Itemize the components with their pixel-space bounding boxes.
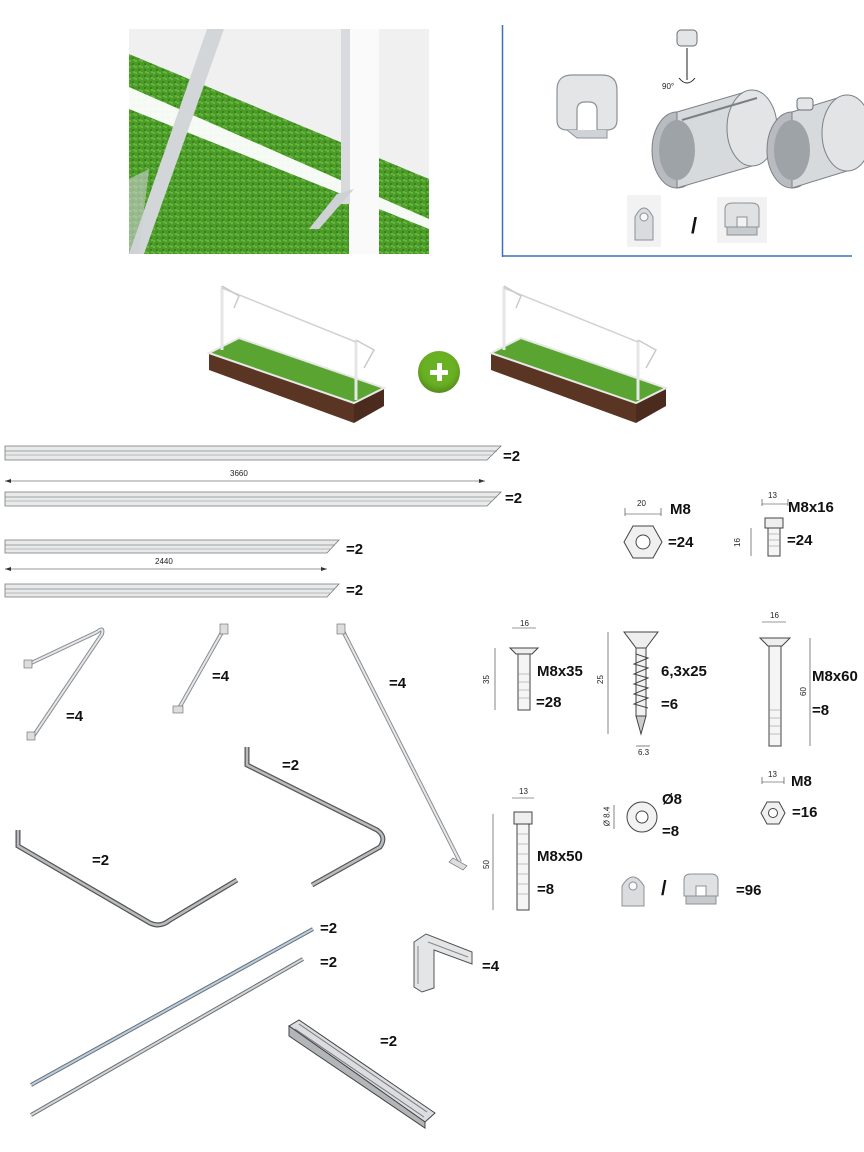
nut-m8b-qty: =16 bbox=[792, 804, 818, 821]
bolt-m8x16-dim-h: 16 bbox=[732, 538, 742, 547]
rod-2 bbox=[30, 957, 304, 1117]
bolt-m8x50-label: M8x50 bbox=[537, 848, 583, 865]
clip-detail-panel: 90° / bbox=[501, 25, 864, 257]
nut-m8b-dim: 13 bbox=[768, 770, 777, 779]
goal-corner-photo bbox=[129, 29, 429, 254]
net-clips-qty: =96 bbox=[736, 882, 762, 899]
bolt-m8x16-dim-w: 13 bbox=[768, 491, 777, 500]
tube-short-dimension bbox=[5, 567, 327, 571]
brace-v-qty: =4 bbox=[66, 708, 84, 725]
tube-long-length: 3660 bbox=[230, 469, 248, 478]
bolt-m8x50-qty: =8 bbox=[537, 881, 555, 898]
screw-dim-w: 6.3 bbox=[638, 748, 650, 757]
bolt-m8x60-label: M8x60 bbox=[812, 668, 858, 685]
rod-2-qty: =2 bbox=[320, 954, 338, 971]
bolt-m8x60-dim-w: 16 bbox=[770, 611, 779, 620]
corner-bracket bbox=[413, 933, 473, 993]
channel-qty: =2 bbox=[380, 1033, 398, 1050]
bolt-m8x16-dimension bbox=[761, 499, 789, 506]
bolt-m8x60-icon bbox=[758, 621, 811, 747]
nut-m8b-dimension bbox=[761, 777, 785, 784]
tube-short-1-qty: =2 bbox=[346, 541, 364, 558]
clip-separator: / bbox=[691, 213, 698, 238]
goal-render-right bbox=[476, 278, 676, 428]
bolt-m8x35-dim-w: 16 bbox=[520, 619, 529, 628]
channel-profile bbox=[288, 1019, 436, 1129]
bolt-m8x50-dim-w: 13 bbox=[519, 787, 528, 796]
brace-long bbox=[336, 623, 468, 871]
tube-short-1 bbox=[4, 539, 340, 554]
nut-m8-qty: =24 bbox=[668, 534, 694, 551]
clip-angle-label: 90° bbox=[662, 82, 675, 91]
frame-small bbox=[15, 830, 239, 928]
washer-icon bbox=[613, 801, 658, 833]
tube-long-1 bbox=[4, 445, 502, 461]
corner-bracket-qty: =4 bbox=[482, 958, 500, 975]
brace-v-shape bbox=[23, 627, 105, 741]
washer-label: Ø8 bbox=[662, 791, 683, 808]
brace-short-qty: =4 bbox=[212, 668, 230, 685]
tube-short-2-qty: =2 bbox=[346, 582, 364, 599]
tube-long-1-qty: =2 bbox=[503, 448, 521, 465]
brace-long-qty: =4 bbox=[389, 675, 407, 692]
tube-long-2-qty: =2 bbox=[505, 490, 523, 507]
frame-small-qty: =2 bbox=[92, 852, 110, 869]
frame-large-qty: =2 bbox=[282, 757, 300, 774]
screw-6-3x25-icon bbox=[607, 631, 659, 747]
bolt-m8x35-icon bbox=[494, 627, 540, 711]
brace-short bbox=[172, 623, 229, 714]
bolt-m8x16-label: M8x16 bbox=[788, 499, 834, 516]
goal-render-left bbox=[194, 278, 394, 428]
bolt-m8x16-icon bbox=[750, 517, 784, 557]
bolt-m8x60-dim-h: 60 bbox=[798, 687, 808, 696]
nut-m8-label: M8 bbox=[670, 501, 691, 518]
bolt-m8x35-dim-h: 35 bbox=[481, 675, 491, 684]
screw-label: 6,3x25 bbox=[661, 663, 707, 680]
bolt-m8x35-qty: =28 bbox=[536, 694, 562, 711]
screw-dim-h: 25 bbox=[595, 675, 605, 684]
frame-large bbox=[244, 747, 386, 888]
bolt-m8x35-label: M8x35 bbox=[537, 663, 583, 680]
tube-long-2 bbox=[4, 491, 502, 507]
tube-short-length: 2440 bbox=[155, 557, 173, 566]
nut-m8b-label: M8 bbox=[791, 773, 812, 790]
bolt-m8x16-qty: =24 bbox=[787, 532, 813, 549]
rod-1-qty: =2 bbox=[320, 920, 338, 937]
tube-long-dimension bbox=[5, 479, 485, 483]
nut-m8-dim: 20 bbox=[637, 499, 646, 508]
bolt-m8x60-qty: =8 bbox=[812, 702, 830, 719]
net-clip-separator: / bbox=[661, 878, 667, 900]
plus-icon bbox=[418, 351, 460, 393]
washer-qty: =8 bbox=[662, 823, 680, 840]
net-clip-b-icon bbox=[683, 873, 719, 905]
tube-short-2 bbox=[4, 583, 340, 598]
bolt-m8x50-icon bbox=[492, 797, 534, 911]
washer-dim: Ø 8.4 bbox=[602, 806, 612, 827]
rod-1 bbox=[30, 927, 314, 1087]
screw-qty: =6 bbox=[661, 696, 679, 713]
hex-nut-icon bbox=[623, 525, 663, 559]
nut-m8-dimension bbox=[624, 508, 662, 516]
net-clip-a-icon bbox=[621, 876, 645, 907]
hex-nut-small-icon bbox=[760, 801, 786, 825]
bolt-m8x50-dim-h: 50 bbox=[481, 860, 491, 869]
